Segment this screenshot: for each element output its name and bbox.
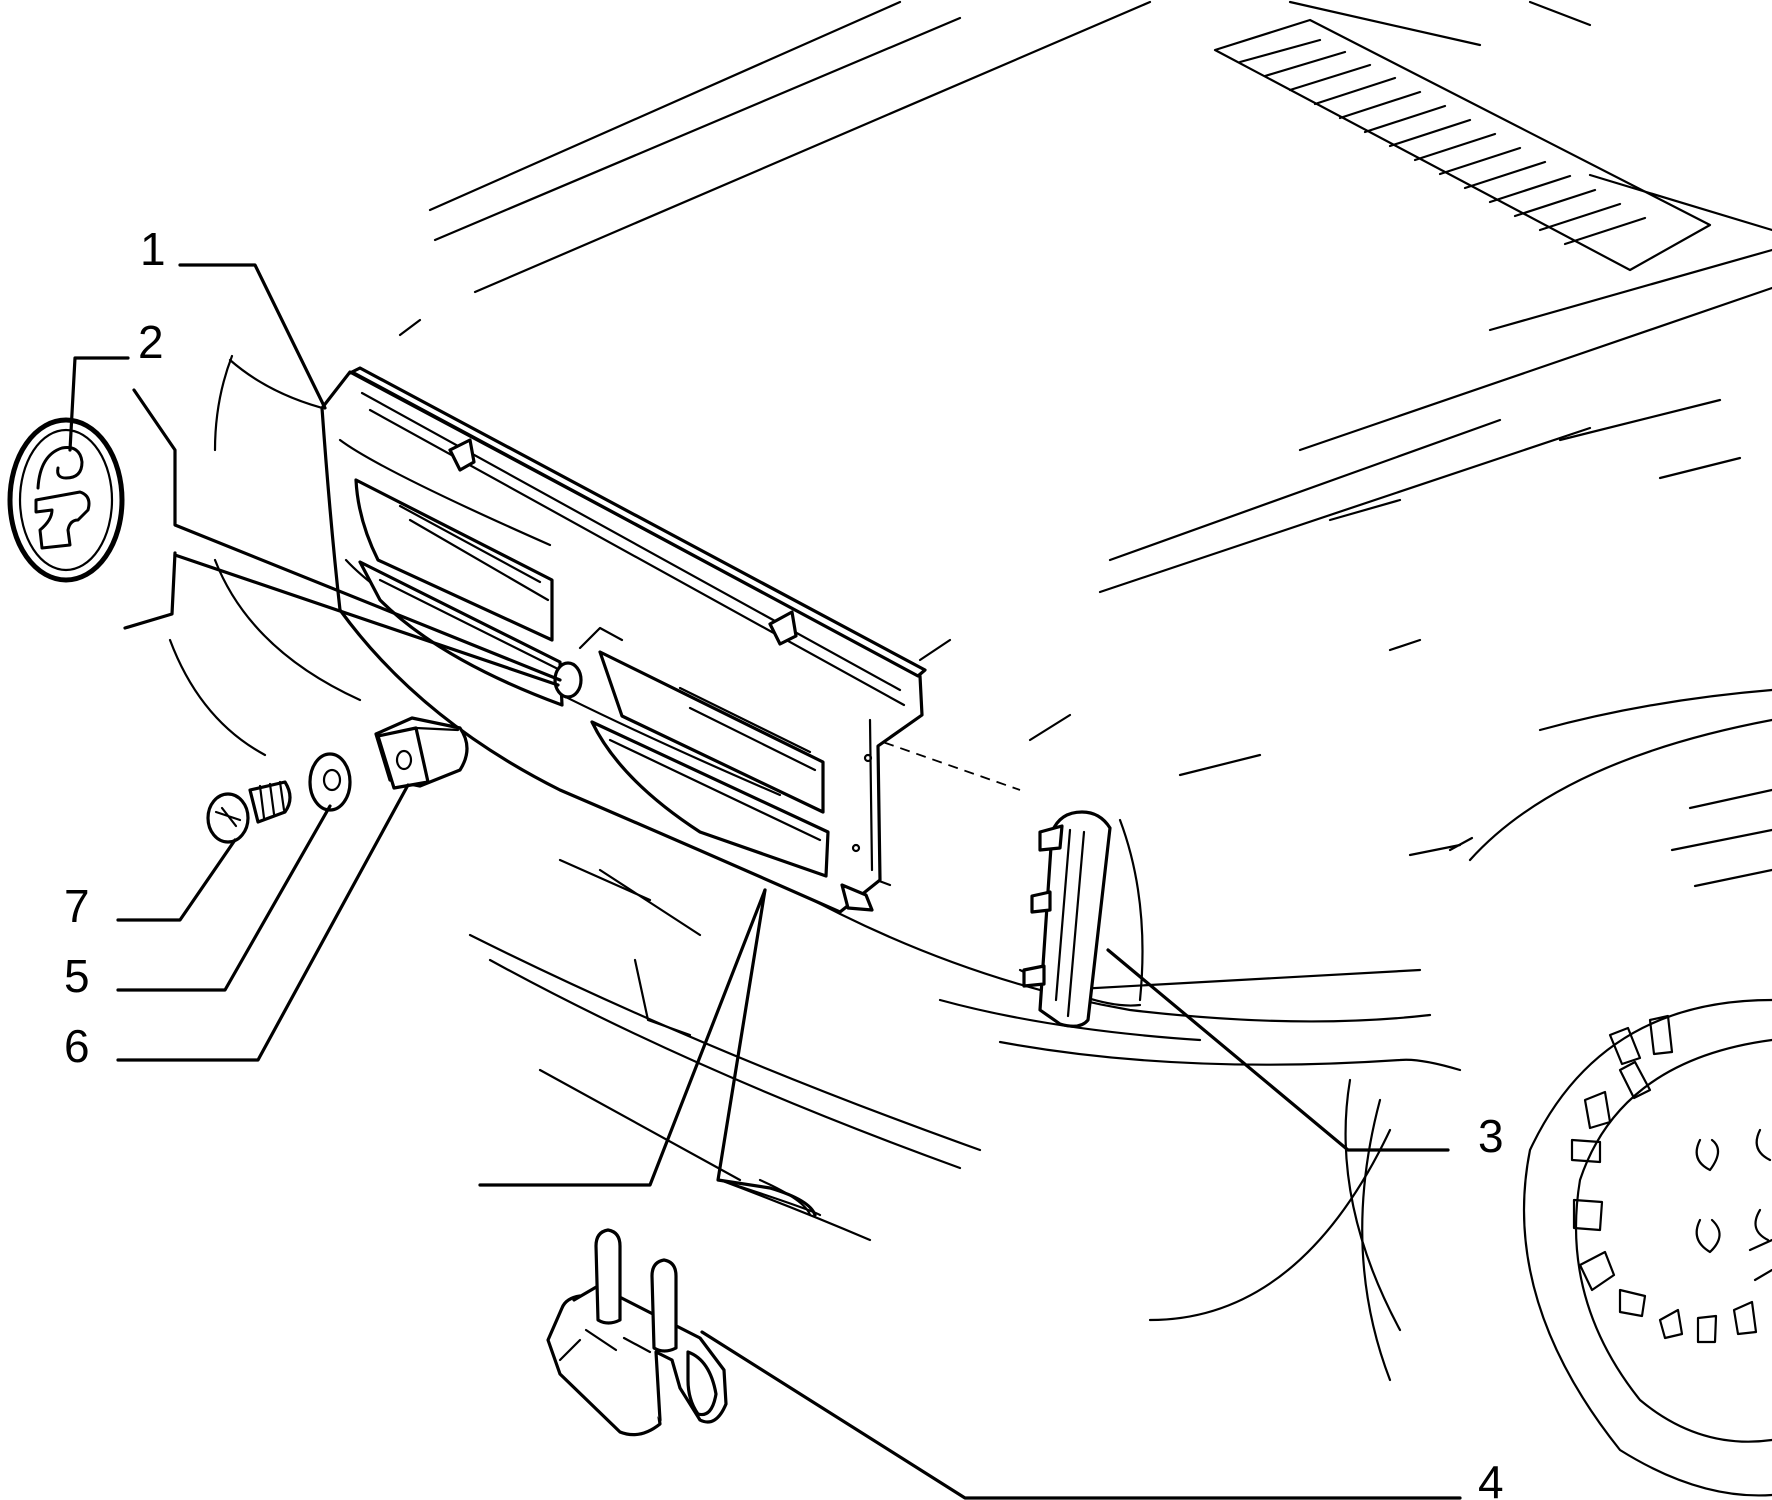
callout-5: 5 <box>64 950 90 1002</box>
bracket-part <box>546 1228 728 1437</box>
bushing-part <box>374 716 469 790</box>
hood-vent-slats <box>1238 38 1647 246</box>
callout-3: 3 <box>1478 1110 1504 1162</box>
leader-4 <box>700 1330 1462 1500</box>
leader-lines <box>68 263 1462 1500</box>
callout-2: 2 <box>138 316 164 368</box>
callout-7: 7 <box>64 880 90 932</box>
grille-part <box>320 366 927 914</box>
leader-7 <box>116 838 237 922</box>
callout-4: 4 <box>1478 1456 1504 1500</box>
wheel-rim-holes <box>1570 1014 1772 1344</box>
alfa-romeo-biscione-emblem-icon <box>34 446 91 550</box>
leader-badge-a <box>132 388 562 682</box>
leader-2 <box>68 356 130 452</box>
leader-4-grille-a <box>478 888 767 1187</box>
leader-1 <box>178 263 327 410</box>
screw-part <box>206 780 292 844</box>
leader-badge-c <box>173 553 560 687</box>
car-body-outline <box>168 0 1772 1497</box>
washer-part <box>308 752 352 812</box>
callout-6: 6 <box>64 1020 90 1072</box>
badge-part <box>7 417 125 583</box>
callout-1: 1 <box>140 223 166 275</box>
leader-4-grille-b <box>716 888 817 1217</box>
side-strip-part <box>1022 810 1112 1028</box>
leader-badge-b <box>123 551 177 630</box>
leader-5 <box>116 804 332 992</box>
leader-6 <box>116 783 410 1062</box>
leader-3 <box>1106 948 1450 1152</box>
